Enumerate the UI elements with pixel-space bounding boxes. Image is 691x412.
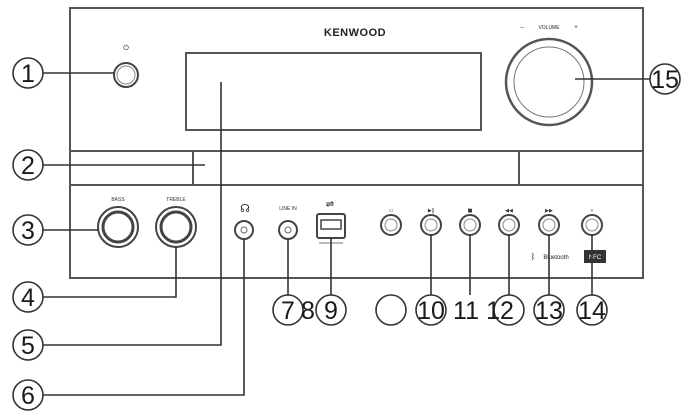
callout-13: 13 xyxy=(533,294,565,326)
usb-port-inner xyxy=(320,219,342,230)
callout-5: 5 xyxy=(12,329,44,361)
volume-knob-inner xyxy=(513,46,585,118)
power-button-inner xyxy=(116,65,136,85)
volume-plus-label: + xyxy=(574,25,578,31)
bluetooth-icon: ᛒ xyxy=(531,252,536,261)
leader-line-4 xyxy=(43,247,177,298)
callout-11: 11 xyxy=(453,297,479,325)
nfc-label: NFC xyxy=(589,255,602,261)
callout-3-number: 3 xyxy=(21,217,35,245)
usb-icon: ⇌ xyxy=(326,199,334,210)
leader-line-5 xyxy=(43,82,222,346)
line-in-label: LINE IN xyxy=(279,206,297,212)
leader-lines xyxy=(43,72,650,396)
strip-right xyxy=(518,150,644,186)
previous-icon: ◀◀ xyxy=(505,208,513,214)
bass-label: BASS xyxy=(111,197,125,203)
strip-left xyxy=(69,150,194,186)
transport-buttons: ▭ ▶‖ ■ ◀◀ ▶▶ • xyxy=(380,208,603,236)
strip-center xyxy=(192,150,520,186)
volume-minus-label: – xyxy=(520,25,524,31)
callout-9-number: 9 xyxy=(324,297,338,325)
previous-button-inner xyxy=(502,218,516,232)
pairing-button-inner xyxy=(585,218,599,232)
callout-7: 7 xyxy=(272,294,304,326)
headphone-icon: ☊ xyxy=(240,203,250,215)
callout-2-number: 2 xyxy=(21,152,35,180)
callout-10: 10 xyxy=(415,294,447,326)
callout-7-number: 7 xyxy=(281,297,295,325)
callout-13-number: 13 xyxy=(535,297,563,325)
power-icon: ⏻ xyxy=(123,44,129,52)
callout-8-number: 8 xyxy=(301,297,315,325)
callout-10-number: 10 xyxy=(417,297,445,325)
treble-knob-ring xyxy=(159,210,193,244)
headphone-jack-inner xyxy=(240,226,248,234)
callout-4: 4 xyxy=(12,281,44,313)
play-pause-button-inner xyxy=(424,218,438,232)
callout-5-number: 5 xyxy=(21,332,35,360)
callout-6: 6 xyxy=(12,379,44,411)
leader-line-6 xyxy=(43,239,245,396)
callout-2: 2 xyxy=(12,149,44,181)
callout-9: 9 xyxy=(315,294,347,326)
callout-11-number: 11 xyxy=(453,297,479,325)
nfc-mark xyxy=(584,250,606,263)
display-window xyxy=(185,52,482,131)
callout-12: 12 xyxy=(486,294,525,326)
callout-8: 8 xyxy=(301,297,315,325)
brand-logo: KENWOOD xyxy=(324,27,386,39)
treble-label: TREBLE xyxy=(166,197,186,203)
line-in-jack-inner xyxy=(284,226,292,234)
callout-4-number: 4 xyxy=(21,284,35,312)
next-button-inner xyxy=(542,218,556,232)
stop-icon: ■ xyxy=(468,208,473,214)
bluetooth-label: Bluetooth xyxy=(543,255,568,261)
callout-3: 3 xyxy=(12,214,44,246)
bass-knob-ring xyxy=(101,210,135,244)
next-icon: ▶▶ xyxy=(545,208,553,214)
play-pause-icon: ▶‖ xyxy=(428,208,434,214)
callout-1: 1 xyxy=(12,57,44,89)
source-icon: ▭ xyxy=(389,208,394,214)
volume-label: VOLUME xyxy=(538,25,560,31)
callout-blank xyxy=(375,294,407,326)
source-button-inner xyxy=(384,218,398,232)
pairing-icon: • xyxy=(591,208,594,214)
callout-12-number: 12 xyxy=(486,297,514,325)
callout-1-number: 1 xyxy=(21,60,35,88)
callout-6-number: 6 xyxy=(21,382,35,410)
callout-15: 15 xyxy=(649,63,681,95)
callout-14: 14 xyxy=(576,294,608,326)
callout-14-number: 14 xyxy=(578,297,606,325)
stop-button-inner xyxy=(463,218,477,232)
callout-15-number: 15 xyxy=(651,66,679,94)
